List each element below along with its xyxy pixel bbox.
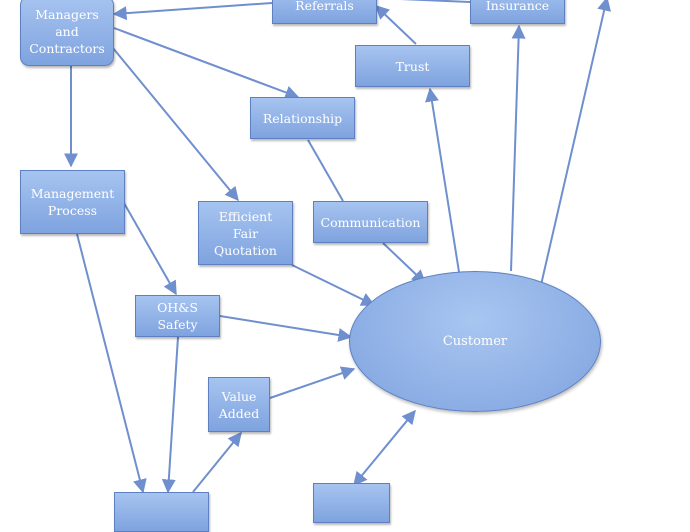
node-communication-label: Communication [320, 214, 421, 230]
arrow-managers-to-relationship [113, 27, 300, 100]
node-communication: Communication [313, 201, 428, 243]
line-relationship-communication [307, 139, 344, 202]
node-ohs-safety: OH&S Safety [135, 295, 220, 337]
node-efficient-fair-quotation-label: Efficient Fair Quotation [214, 208, 277, 258]
arrow-value-to-customer [269, 366, 356, 399]
arrow-process-to-ohs [123, 202, 177, 296]
node-referrals: Referrals [272, 0, 377, 24]
node-managers-contractors: Managers and Contractors [20, 0, 114, 66]
arrow-ohs-to-customer [219, 315, 353, 342]
node-value-added: Value Added [208, 377, 270, 432]
arrow-customer-to-insurance [510, 24, 526, 272]
arrow-trust-to-referrals [374, 5, 417, 45]
arrow-process-to-bottom [76, 233, 147, 494]
node-insurance-label: Insurance [485, 0, 550, 13]
node-value-added-label: Value Added [218, 388, 260, 421]
node-management-process-label: Management Process [30, 186, 115, 218]
node-trust-label: Trust [395, 58, 430, 74]
line-insurance-referrals [400, 0, 471, 3]
arrow-ohs-to-bottom [161, 336, 179, 494]
node-relationship-label: Relationship [262, 110, 343, 126]
diagram-canvas [64, 0, 611, 494]
arrow-bottom-to-value [192, 431, 242, 493]
arrow-customer-to-top-right [540, 0, 611, 286]
node-referrals-label: Referrals [295, 0, 354, 13]
arrow-quotation-to-customer [291, 264, 376, 306]
node-management-process: Management Process [20, 170, 125, 234]
arrow-customer-to-trust [425, 87, 460, 273]
arrow-managers-to-quotation [107, 41, 239, 202]
node-bottom-left [114, 492, 209, 532]
node-customer: Customer [349, 271, 601, 412]
node-bottom-mid [313, 483, 390, 523]
node-relationship: Relationship [250, 97, 355, 139]
node-ohs-safety-label: OH&S Safety [157, 300, 198, 332]
node-insurance: Insurance [470, 0, 565, 24]
node-trust: Trust [355, 45, 470, 87]
node-efficient-fair-quotation: Efficient Fair Quotation [198, 201, 293, 265]
arrow-referrals-to-managers [112, 2, 273, 21]
arrow-communication-to-customer [382, 242, 427, 284]
node-managers-contractors-label: Managers and Contractors [29, 6, 105, 56]
node-customer-label: Customer [442, 334, 508, 349]
arrow-customer-bottom-mid [353, 409, 416, 487]
